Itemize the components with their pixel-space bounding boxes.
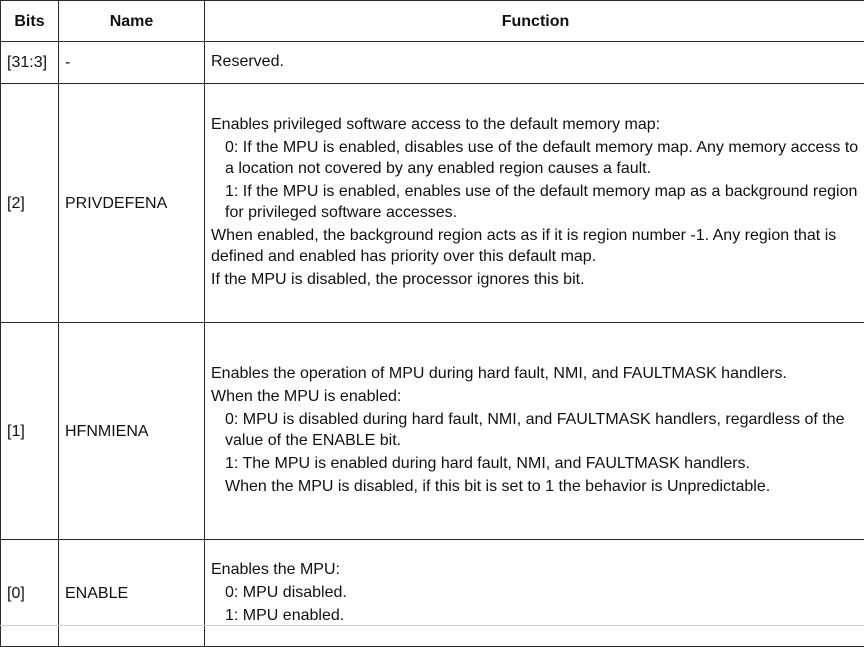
function-option-1: 1: If the MPU is enabled, enables use of… (211, 181, 860, 223)
table-header: Bits Name Function (1, 1, 864, 42)
function-text: When enabled, the background region acts… (211, 225, 860, 267)
cell-function: Enables the MPU: 0: MPU disabled. 1: MPU… (205, 540, 864, 647)
function-note: When the MPU is disabled, if this bit is… (211, 476, 860, 497)
table-body: [31:3] - Reserved. [2] PRIVDEFENA Enable… (1, 42, 864, 647)
header-function: Function (205, 1, 864, 42)
cell-bits: [0] (1, 540, 59, 647)
function-text: Enables privileged software access to th… (211, 114, 860, 135)
cell-name: HFNMIENA (59, 323, 205, 540)
function-text: If the MPU is disabled, the processor ig… (211, 269, 860, 290)
table-row-hfnmiena: [1] HFNMIENA Enables the operation of MP… (1, 323, 864, 540)
header-row: Bits Name Function (1, 1, 864, 42)
cell-name: PRIVDEFENA (59, 84, 205, 323)
cell-bits: [31:3] (1, 42, 59, 84)
table-row-enable: [0] ENABLE Enables the MPU: 0: MPU disab… (1, 540, 864, 647)
cell-bits: [2] (1, 84, 59, 323)
cell-function: Reserved. (205, 42, 864, 84)
cell-name: - (59, 42, 205, 84)
cell-name: ENABLE (59, 540, 205, 647)
function-text: When the MPU is enabled: (211, 386, 860, 407)
cell-function: Enables privileged software access to th… (205, 84, 864, 323)
cell-function: Enables the operation of MPU during hard… (205, 323, 864, 540)
page-bottom-divider (0, 625, 864, 626)
function-option-0: 0: MPU disabled. (211, 582, 860, 603)
header-name: Name (59, 1, 205, 42)
function-text: Enables the MPU: (211, 559, 860, 580)
table-row-reserved: [31:3] - Reserved. (1, 42, 864, 84)
function-option-1: 1: MPU enabled. (211, 605, 860, 626)
function-option-0: 0: MPU is disabled during hard fault, NM… (211, 409, 860, 451)
function-text: Enables the operation of MPU during hard… (211, 363, 860, 384)
function-text: Reserved. (211, 51, 860, 72)
header-bits: Bits (1, 1, 59, 42)
function-option-0: 0: If the MPU is enabled, disables use o… (211, 137, 860, 179)
function-option-1: 1: The MPU is enabled during hard fault,… (211, 453, 860, 474)
table-row-privdefena: [2] PRIVDEFENA Enables privileged softwa… (1, 84, 864, 323)
register-description-document: Bits Name Function [31:3] - Reserved. [2… (0, 0, 864, 627)
cell-bits: [1] (1, 323, 59, 540)
